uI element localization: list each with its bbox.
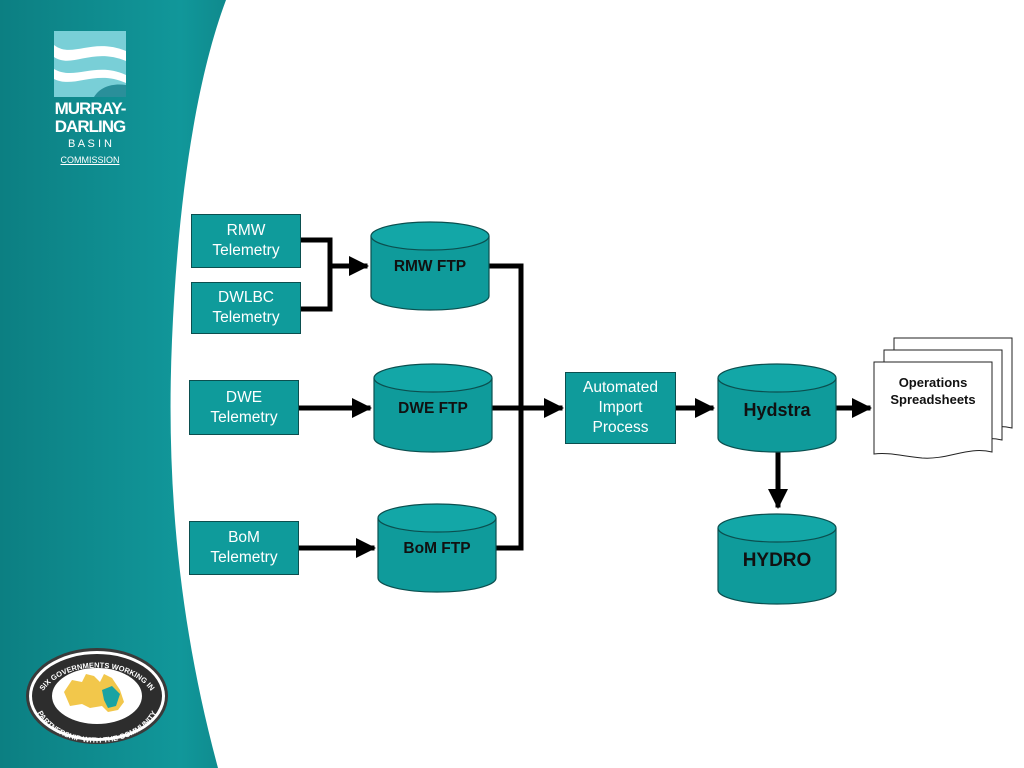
hydro-label: HYDRO xyxy=(742,550,812,571)
logo-line-1: MURRAY- xyxy=(54,99,127,118)
rmw-telemetry-label: RMW Telemetry xyxy=(212,222,280,259)
hydstra-label: Hydstra xyxy=(743,399,811,420)
logo-line-3: B A S I N xyxy=(67,138,113,150)
operations-spreadsheets-label: Operations Spreadsheets xyxy=(890,375,976,407)
dwe-ftp-cylinder xyxy=(373,363,493,453)
import-process-box: Automated Import Process xyxy=(565,372,676,444)
logo-line-4: COMMISSION xyxy=(60,155,120,165)
logo-line-2: DARLING xyxy=(54,117,126,136)
dwlbc-telemetry-box: DWLBC Telemetry xyxy=(191,282,301,334)
dwe-telemetry-label: DWE Telemetry xyxy=(210,388,278,426)
bom-ftp-cylinder xyxy=(377,503,497,593)
rmw-dwlbc-merge-line xyxy=(299,237,333,312)
hydro-cylinder xyxy=(717,513,837,605)
bom-ftp-label: BoM FTP xyxy=(403,540,471,557)
rmw-ftp-label: RMW FTP xyxy=(393,258,467,275)
mdbc-logo-icon xyxy=(54,31,126,97)
import-process-label: Automated Import Process xyxy=(583,379,658,436)
dwe-ftp-label: DWE FTP xyxy=(398,400,468,417)
dwlbc-telemetry-label: DWLBC Telemetry xyxy=(212,289,280,326)
operations-documents-icon xyxy=(873,337,1013,459)
rmw-telemetry-box: RMW Telemetry xyxy=(191,214,301,268)
bom-telemetry-label: BoM Telemetry xyxy=(210,529,278,566)
partnership-seal-icon: SIX GOVERNMENTS WORKING IN PARTNERSHIP W… xyxy=(26,648,168,745)
rmw-ftp-cylinder xyxy=(370,221,490,311)
dwe-telemetry-box: DWE Telemetry xyxy=(189,380,299,435)
bom-telemetry-box: BoM Telemetry xyxy=(189,521,299,575)
hydstra-cylinder xyxy=(717,363,837,453)
